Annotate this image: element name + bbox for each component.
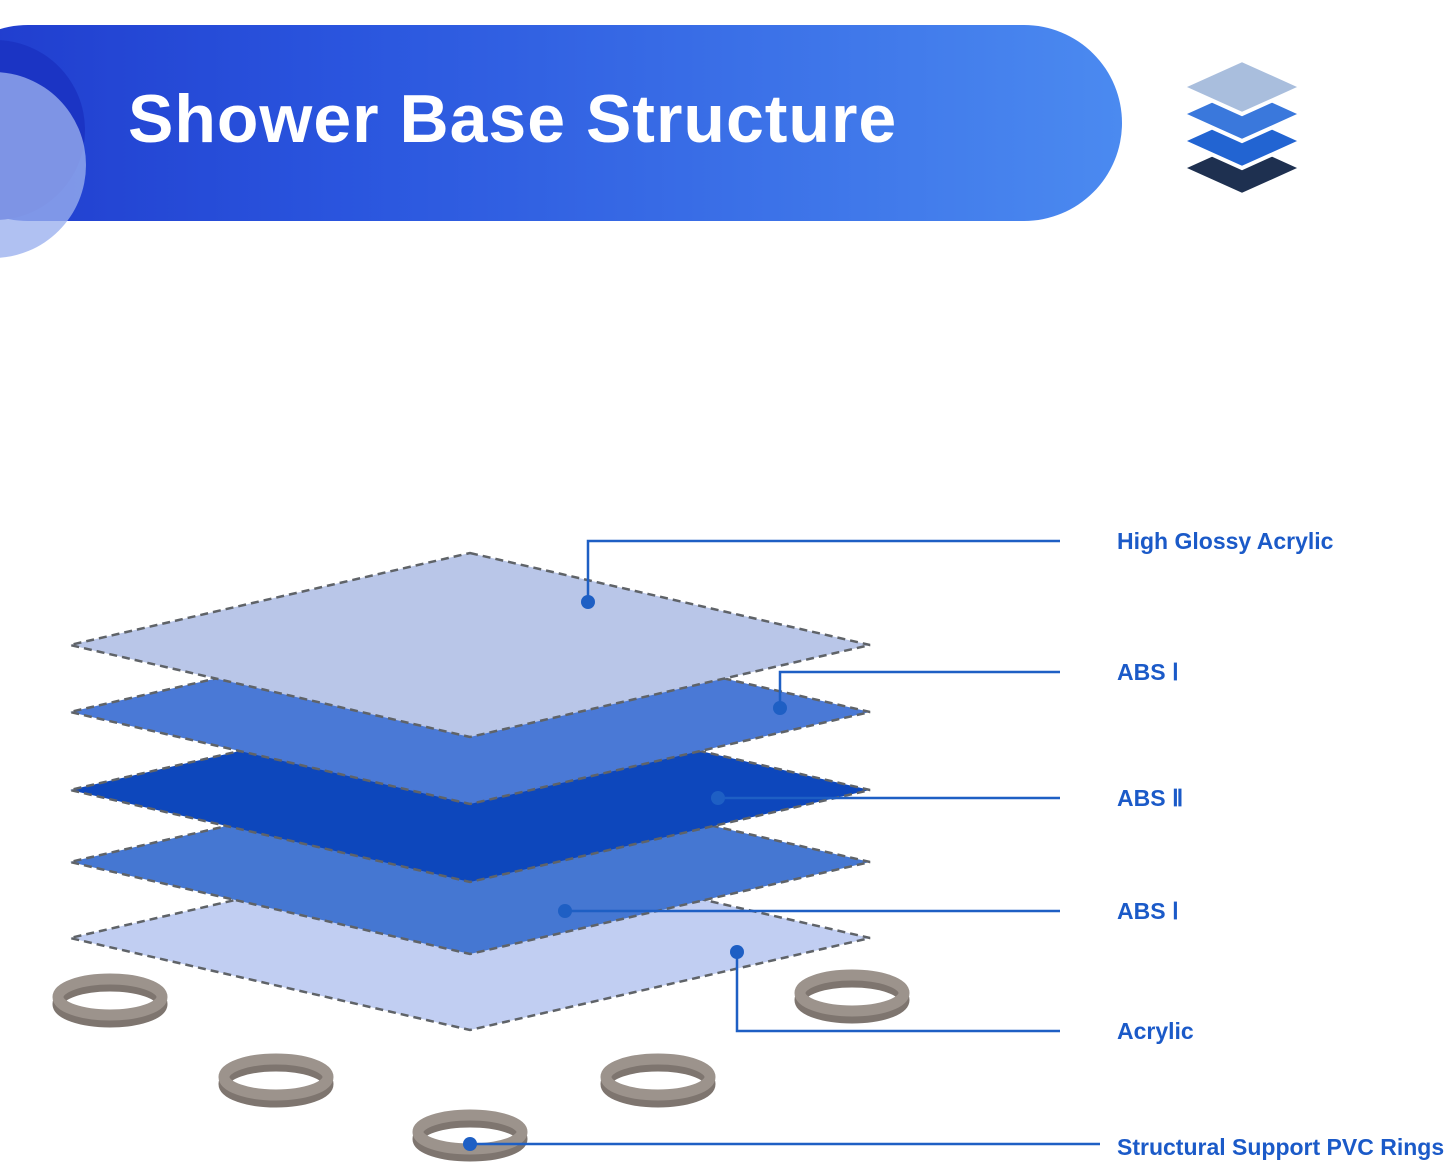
layer-high-glossy-acrylic bbox=[69, 551, 871, 739]
leader-dot bbox=[558, 904, 572, 918]
pvc-ring-left bbox=[52, 973, 168, 1028]
leader-dot bbox=[773, 701, 787, 715]
leader-abs2 bbox=[711, 791, 1060, 805]
leader-pvc-rings bbox=[463, 1137, 1100, 1151]
label-abs2: ABS Ⅱ bbox=[1117, 785, 1184, 811]
label-pvc-rings: Structural Support PVC Rings bbox=[1117, 1134, 1445, 1160]
header-banner bbox=[0, 25, 1122, 221]
layers-icon-sheet-1 bbox=[1180, 60, 1304, 117]
label-abs1-lower: ABS Ⅰ bbox=[1117, 898, 1179, 924]
leader-dot bbox=[711, 791, 725, 805]
leader-dot bbox=[463, 1137, 477, 1151]
label-high-glossy-acrylic: High Glossy Acrylic bbox=[1117, 528, 1334, 554]
leader-abs1-lower bbox=[558, 904, 1060, 918]
layers-icon bbox=[1180, 60, 1304, 198]
pvc-ring-mid-right bbox=[600, 1053, 716, 1108]
pvc-ring-right bbox=[794, 969, 910, 1024]
label-acrylic: Acrylic bbox=[1117, 1018, 1194, 1044]
leader-acrylic bbox=[730, 945, 1060, 1033]
pvc-ring-mid-left bbox=[218, 1053, 334, 1108]
leader-abs1-upper bbox=[773, 670, 1060, 715]
label-abs1-upper: ABS Ⅰ bbox=[1117, 659, 1179, 685]
leader-dot bbox=[581, 595, 595, 609]
leader-high-glossy-acrylic bbox=[581, 539, 1060, 609]
leader-dot bbox=[730, 945, 744, 959]
page-title: Shower Base Structure bbox=[128, 81, 898, 157]
